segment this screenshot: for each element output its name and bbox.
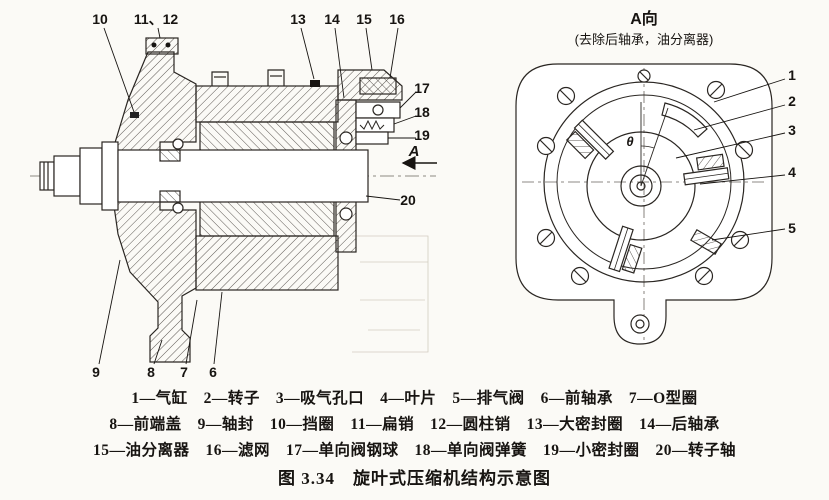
callout-18: 18 xyxy=(414,104,430,120)
retaining-ring xyxy=(130,112,139,118)
view-direction-label: A向 xyxy=(630,9,658,28)
callout-2: 2 xyxy=(788,93,796,109)
callout-3: 3 xyxy=(788,122,796,138)
section-letter-a: A xyxy=(408,143,420,160)
callout-15: 15 xyxy=(356,11,372,27)
shaft-seal-top xyxy=(159,149,181,162)
legend-line-1: 1—气缸 2—转子 3—吸气孔口 4—叶片 5—排气阀 6—前轴承 7—O型圈 xyxy=(131,390,698,407)
discharge-valve xyxy=(690,228,722,256)
suction-port xyxy=(661,102,708,138)
theta-angle xyxy=(640,102,669,187)
pin-boss xyxy=(145,37,179,55)
screw-head xyxy=(734,140,754,160)
shaft-seal-bottom xyxy=(159,190,181,203)
front-bearing-ball-top xyxy=(172,138,184,150)
leader-lines-left xyxy=(98,27,417,365)
callouts-left: 10 11、12 13 14 15 16 17 18 19 A 20 9 8 7… xyxy=(92,11,430,380)
valve-spring xyxy=(359,119,385,131)
front-end-cover xyxy=(111,51,197,363)
check-valve xyxy=(355,101,401,145)
callout-19: 19 xyxy=(414,127,430,143)
callout-5: 5 xyxy=(788,220,796,236)
theta-label: θ xyxy=(626,134,633,149)
figure-title: 图 3.34 旋叶式压缩机结构示意图 xyxy=(278,469,551,488)
end-view xyxy=(515,63,786,345)
screw-head xyxy=(730,230,750,250)
callout-7: 7 xyxy=(180,364,188,380)
scan-artifacts xyxy=(352,235,429,353)
callout-17: 17 xyxy=(414,80,430,96)
view-note: (去除后轴承，油分离器) xyxy=(575,32,714,47)
vane-down xyxy=(608,225,643,274)
callout-11-12: 11、12 xyxy=(134,11,179,27)
labels-right: A向 (去除后轴承，油分离器) θ 1 2 3 4 5 xyxy=(575,9,796,236)
front-bearing-ball-bottom xyxy=(172,202,184,214)
valve-ball xyxy=(372,104,384,116)
cross-section-view xyxy=(30,27,437,365)
legend-line-2: 8—前端盖 9—轴封 10—挡圈 11—扁销 12—圆柱销 13—大密封圈 14… xyxy=(109,416,720,433)
screw-head xyxy=(637,69,651,83)
rear-bearing-ball-bottom xyxy=(339,207,353,221)
callout-16: 16 xyxy=(389,11,405,27)
cylinder-wall-bottom xyxy=(195,235,339,291)
callout-14: 14 xyxy=(324,11,340,27)
vane-upleft xyxy=(565,119,615,160)
lug-hole xyxy=(630,314,650,334)
vane-right xyxy=(683,153,730,186)
rotor-shaft xyxy=(39,141,369,211)
legend: 1—气缸 2—转子 3—吸气孔口 4—叶片 5—排气阀 6—前轴承 7—O型圈 … xyxy=(0,386,829,494)
screw-head xyxy=(706,80,726,100)
callout-4: 4 xyxy=(788,164,796,180)
screw-head xyxy=(570,266,590,286)
cylinder-wall-top xyxy=(195,85,339,123)
big-seal-ring xyxy=(310,80,320,87)
callout-1: 1 xyxy=(788,67,796,83)
cylinder-bolts xyxy=(211,69,285,86)
screw-head xyxy=(694,266,714,286)
screw-head xyxy=(556,86,576,106)
screw-head xyxy=(536,136,556,156)
legend-line-3: 15—油分离器 16—滤网 17—单向阀钢球 18—单向阀弹簧 19—小密封圈 … xyxy=(92,442,736,459)
cam-ring xyxy=(556,94,732,270)
leader-lines-right xyxy=(675,78,786,241)
callout-13: 13 xyxy=(290,11,306,27)
shaft-body xyxy=(117,149,369,203)
callout-9: 9 xyxy=(92,364,100,380)
filter-screen xyxy=(359,77,397,95)
screw-head xyxy=(536,228,556,248)
callout-20: 20 xyxy=(400,192,416,208)
flange-screws xyxy=(536,69,754,334)
callout-10: 10 xyxy=(92,11,108,27)
rear-bearing-ball-top xyxy=(339,131,353,145)
callout-6: 6 xyxy=(209,364,217,380)
callout-8: 8 xyxy=(147,364,155,380)
compressor-diagram: 10 11、12 13 14 15 16 17 18 19 A 20 9 8 7… xyxy=(30,9,796,380)
